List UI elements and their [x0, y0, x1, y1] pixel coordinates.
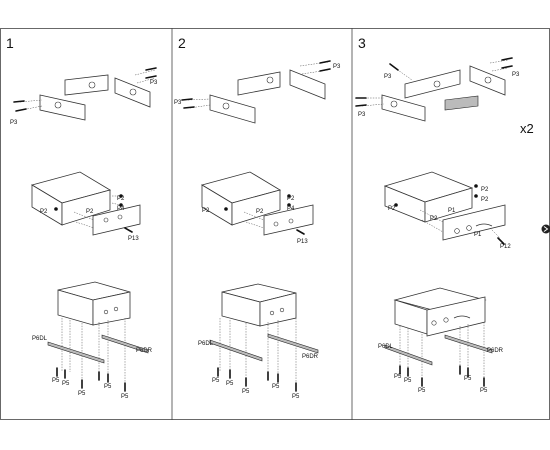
step-2-row2-illustration [200, 171, 314, 236]
bottom-rail [444, 95, 479, 111]
label-p3: P3 [512, 72, 520, 78]
label-p4: P4 [117, 206, 125, 212]
label-p5: P5 [78, 391, 86, 397]
front-board [381, 94, 426, 122]
label-p12: P12 [500, 244, 511, 250]
label-p6dr: P6DR [302, 354, 319, 360]
left-runner [209, 339, 263, 362]
step-number: 1 [6, 35, 14, 51]
label-p2: P2 [86, 209, 94, 215]
drawer-front [92, 204, 141, 236]
label-p5: P5 [242, 389, 250, 395]
label-p6dr: P6DR [136, 348, 153, 354]
step-3-row2-illustration [383, 171, 506, 245]
label-p5: P5 [121, 394, 129, 400]
label-p5: P5 [292, 394, 300, 400]
label-p2: P2 [388, 206, 396, 212]
label-p3: P3 [384, 74, 392, 80]
right-runner [267, 333, 319, 354]
step-1-row1-illustration [13, 67, 157, 121]
label-p6dl: P6DL [198, 341, 214, 347]
next-page-arrow-icon[interactable] [541, 224, 550, 234]
front-board [39, 94, 86, 121]
back-board [237, 71, 281, 96]
label-p6dl: P6DL [378, 344, 394, 350]
label-p6dl: P6DL [32, 336, 48, 342]
label-p3: P3 [333, 64, 341, 70]
label-p2: P2 [202, 208, 210, 214]
label-p5: P5 [404, 378, 412, 384]
step-3-row3-illustration [384, 287, 493, 387]
handle [453, 315, 471, 319]
label-p2: P2 [40, 209, 48, 215]
label-p5: P5 [464, 376, 472, 382]
step-2-row3-illustration [209, 283, 319, 392]
label-p5: P5 [52, 378, 60, 384]
label-p5: P5 [394, 374, 402, 380]
side-board [289, 69, 326, 100]
label-p3: P3 [150, 80, 158, 86]
label-p5: P5 [226, 381, 234, 387]
step-1-row2-illustration [30, 171, 141, 236]
label-p2: P2 [117, 196, 125, 202]
handle [475, 223, 493, 227]
right-runner [101, 334, 149, 354]
step-3-row1-illustration [355, 57, 513, 122]
label-p3: P3 [174, 100, 182, 106]
front-board [209, 94, 256, 124]
back-board [404, 69, 461, 99]
step-1-panel: 1 P3 P3 [6, 35, 158, 400]
label-p5: P5 [272, 384, 280, 390]
drawer-front [426, 296, 486, 337]
label-p13: P13 [297, 239, 308, 245]
left-runner [384, 344, 433, 366]
label-p5: P5 [104, 384, 112, 390]
step-2-row1-illustration [181, 60, 331, 124]
label-p5: P5 [212, 378, 220, 384]
drawer-front [263, 204, 314, 236]
label-p2: P2 [481, 197, 489, 203]
left-runner [47, 341, 105, 364]
back-board [64, 74, 109, 96]
label-p3: P3 [358, 112, 366, 118]
step-number: 3 [358, 35, 366, 51]
step-2-panel: 2 P3 P3 [174, 35, 341, 400]
label-p2: P2 [481, 187, 489, 193]
label-p2: P2 [287, 196, 295, 202]
label-p6dr: P6DR [487, 348, 504, 354]
right-runner [444, 334, 493, 354]
step-number: 2 [178, 35, 186, 51]
label-p5: P5 [62, 381, 70, 387]
label-p13: P13 [128, 236, 139, 242]
label-p3: P3 [10, 120, 18, 126]
step-3-panel: 3 x2 P3 P3 P3 [355, 35, 534, 394]
label-p2: P2 [430, 216, 438, 222]
label-p1: P1 [474, 232, 482, 238]
step-1-row3-illustration [47, 281, 149, 392]
label-p5: P5 [480, 388, 488, 394]
drawer-front [92, 291, 131, 326]
label-p1: P1 [448, 208, 456, 214]
quantity-multiplier: x2 [520, 121, 534, 136]
label-p5: P5 [418, 388, 426, 394]
label-p4: P4 [287, 206, 295, 212]
label-p2: P2 [256, 209, 264, 215]
